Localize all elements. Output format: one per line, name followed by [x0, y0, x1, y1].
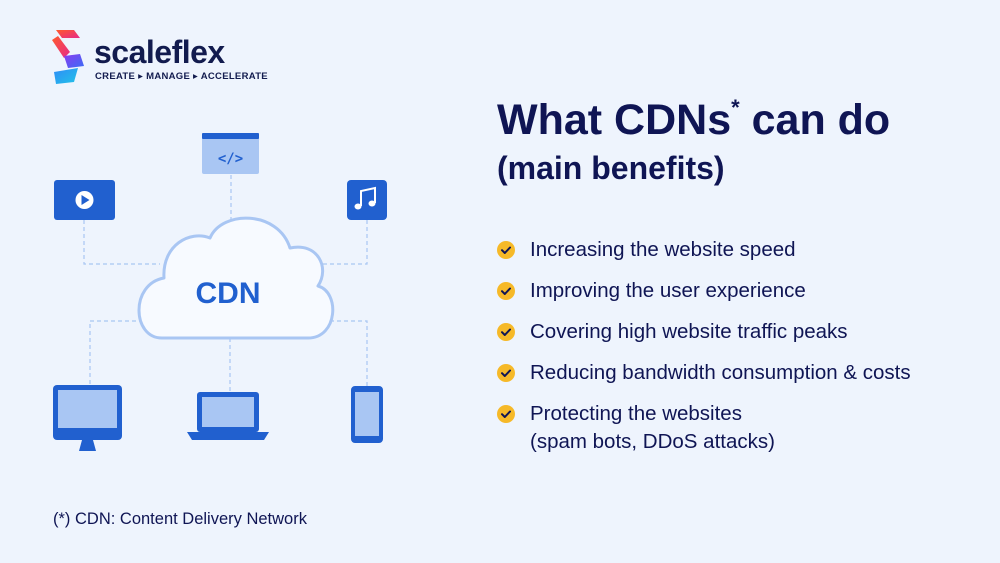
check-icon — [497, 282, 515, 300]
benefit-item: Improving the user experience — [497, 277, 911, 318]
svg-text:</>: </> — [218, 151, 243, 167]
benefit-item: Protecting the websites (spam bots, DDoS… — [497, 400, 911, 460]
check-icon — [497, 323, 515, 341]
smartphone-icon — [351, 386, 383, 443]
benefits-list: Increasing the website speed Improving t… — [497, 236, 911, 460]
laptop-icon — [187, 392, 269, 440]
desktop-monitor-icon — [53, 385, 122, 451]
scaleflex-logo: scaleflex CREATE ▸ MANAGE ▸ ACCELERATE — [50, 28, 270, 88]
benefit-item: Increasing the website speed — [497, 236, 911, 277]
scaleflex-logo-icon — [52, 30, 84, 84]
cdn-diagram: </> CDN — [53, 133, 387, 451]
footnote: (*) CDN: Content Delivery Network — [53, 510, 307, 528]
benefit-subtext: (spam bots, DDoS attacks) — [530, 430, 775, 453]
benefit-text: Increasing the website speed — [530, 238, 796, 261]
cdn-cloud: CDN — [137, 216, 335, 340]
benefit-text: Covering high website traffic peaks — [530, 320, 848, 343]
check-icon — [497, 364, 515, 382]
title-main: What CDNs — [497, 96, 732, 144]
logo-name: scaleflex — [94, 34, 225, 70]
benefit-text: Reducing bandwidth consumption & costs — [530, 361, 911, 384]
benefit-text: Improving the user experience — [530, 279, 806, 302]
code-window-icon: </> — [202, 133, 259, 174]
music-note-icon — [347, 180, 387, 220]
video-player-icon — [54, 180, 115, 220]
benefit-item: Reducing bandwidth consumption & costs — [497, 359, 911, 400]
check-icon — [497, 405, 515, 423]
logo-tagline: CREATE ▸ MANAGE ▸ ACCELERATE — [95, 71, 268, 82]
connector-lines — [83, 175, 368, 392]
check-icon — [497, 241, 515, 259]
benefit-item: Covering high website traffic peaks — [497, 318, 911, 359]
cloud-label: CDN — [196, 277, 261, 310]
page-subtitle: (main benefits) — [497, 150, 725, 186]
title-asterisk: * — [731, 94, 740, 120]
page-title: What CDNs* can do — [497, 94, 891, 145]
benefit-text: Protecting the websites — [530, 402, 742, 425]
title-end: can do — [739, 96, 891, 144]
